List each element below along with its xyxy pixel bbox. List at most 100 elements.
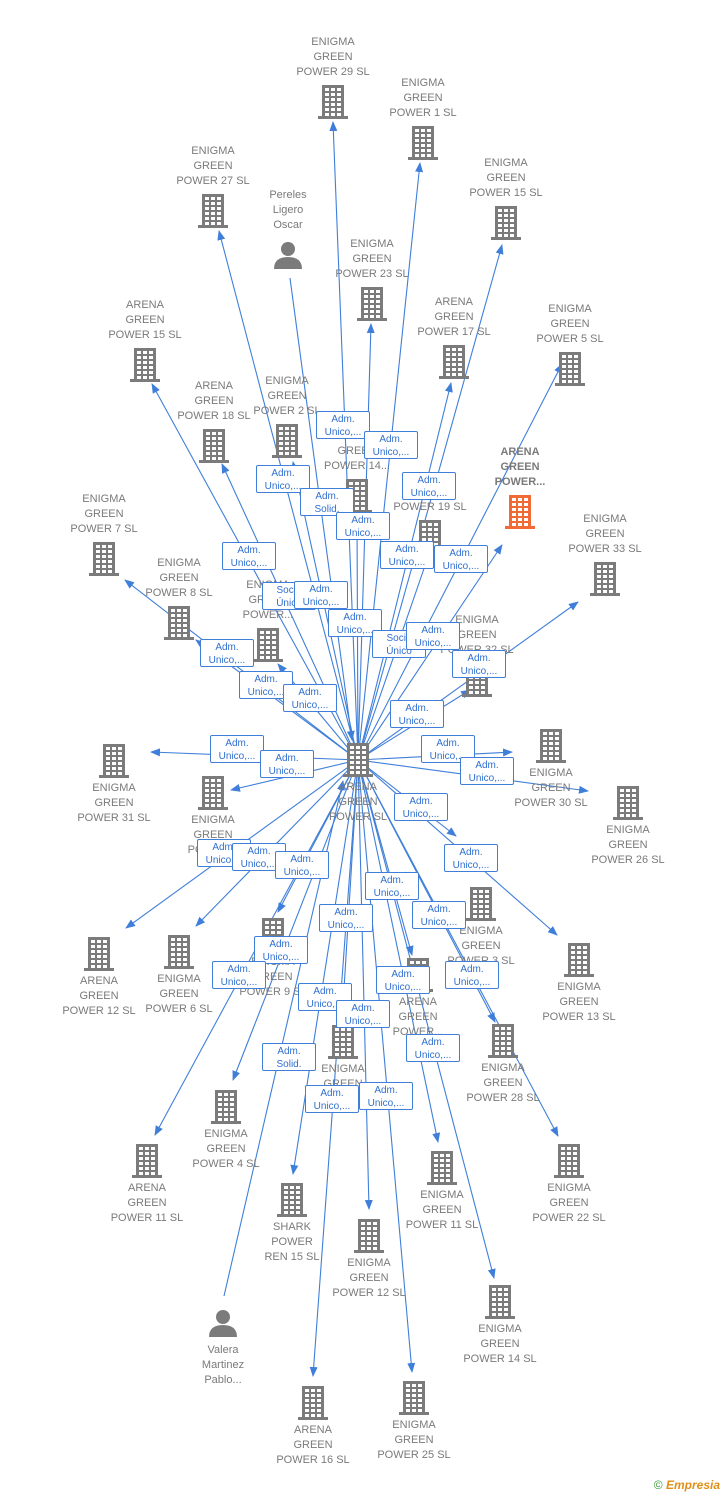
building-icon[interactable] bbox=[485, 1285, 515, 1319]
building-icon[interactable] bbox=[357, 287, 387, 321]
relation-badge[interactable]: Adm.Unico,... bbox=[390, 700, 444, 728]
building-icon[interactable] bbox=[427, 1151, 457, 1185]
building-icon[interactable] bbox=[164, 606, 194, 640]
relation-badge[interactable]: Adm.Unico,... bbox=[406, 622, 460, 650]
building-icon[interactable] bbox=[491, 206, 521, 240]
relation-badge[interactable]: Adm.Unico,... bbox=[260, 750, 314, 778]
relation-badge[interactable]: Adm.Unico,... bbox=[200, 639, 254, 667]
relation-badge[interactable]: Adm.Solid. bbox=[300, 488, 354, 516]
relation-badge[interactable]: Adm.Unico,... bbox=[336, 512, 390, 540]
building-icon[interactable] bbox=[84, 937, 114, 971]
relation-badge[interactable]: Adm.Unico,... bbox=[210, 735, 264, 763]
relation-badge[interactable]: Adm.Unico,... bbox=[316, 411, 370, 439]
building-icon[interactable] bbox=[343, 743, 373, 777]
building-icon[interactable] bbox=[554, 1144, 584, 1178]
building-icon[interactable] bbox=[318, 85, 348, 119]
relation-badge[interactable]: Adm.Unico,... bbox=[359, 1082, 413, 1110]
building-icon[interactable] bbox=[277, 1183, 307, 1217]
person-icon[interactable] bbox=[209, 1310, 237, 1337]
person-icon[interactable] bbox=[274, 242, 302, 269]
relation-badge[interactable]: Adm.Unico,... bbox=[452, 650, 506, 678]
relation-badge[interactable]: Adm.Unico,... bbox=[256, 465, 310, 493]
relation-badge[interactable]: Adm.Unico,... bbox=[365, 872, 419, 900]
relation-badge[interactable]: Adm.Unico,... bbox=[444, 844, 498, 872]
relation-badge[interactable]: Adm.Unico,... bbox=[406, 1034, 460, 1062]
building-icon[interactable] bbox=[211, 1090, 241, 1124]
relation-badge[interactable]: Adm.Unico,... bbox=[294, 581, 348, 609]
relation-badge[interactable]: Adm.Unico,... bbox=[402, 472, 456, 500]
building-icon[interactable] bbox=[298, 1386, 328, 1420]
building-icon[interactable] bbox=[99, 744, 129, 778]
relation-badge[interactable]: Adm.Unico,... bbox=[336, 1000, 390, 1028]
building-icon[interactable] bbox=[130, 348, 160, 382]
building-icon[interactable] bbox=[564, 943, 594, 977]
building-icon[interactable] bbox=[198, 194, 228, 228]
relation-badge[interactable]: Adm.Unico,... bbox=[434, 545, 488, 573]
building-icon[interactable] bbox=[590, 562, 620, 596]
relation-badge[interactable]: Adm.Unico,... bbox=[305, 1085, 359, 1113]
relation-badge[interactable]: Adm.Unico,... bbox=[445, 961, 499, 989]
relation-badge[interactable]: Adm.Unico,... bbox=[254, 936, 308, 964]
relation-badge[interactable]: Adm.Solid. bbox=[262, 1043, 316, 1071]
relation-badge[interactable]: Adm.Unico,... bbox=[319, 904, 373, 932]
relation-badge[interactable]: Adm.Unico,... bbox=[275, 851, 329, 879]
building-icon[interactable] bbox=[399, 1381, 429, 1415]
footer-brand[interactable]: © Empresia bbox=[654, 1478, 720, 1492]
relation-badge[interactable]: Adm.Unico,... bbox=[394, 793, 448, 821]
building-icon[interactable] bbox=[613, 786, 643, 820]
relation-badge[interactable]: Adm.Unico,... bbox=[222, 542, 276, 570]
building-icon[interactable] bbox=[408, 126, 438, 160]
relation-badge[interactable]: Adm.Unico,... bbox=[380, 541, 434, 569]
relation-badge[interactable]: Adm.Unico,... bbox=[412, 901, 466, 929]
building-icon[interactable] bbox=[466, 887, 496, 921]
building-icon[interactable] bbox=[488, 1024, 518, 1058]
building-icon[interactable] bbox=[198, 776, 228, 810]
relation-badge[interactable]: Adm.Unico,... bbox=[283, 684, 337, 712]
building-icon[interactable] bbox=[536, 729, 566, 763]
relation-badge[interactable]: Adm.Unico,... bbox=[212, 961, 266, 989]
relation-badge[interactable]: Adm.Unico,... bbox=[460, 757, 514, 785]
relation-badge[interactable]: Adm.Unico,... bbox=[364, 431, 418, 459]
building-icon[interactable] bbox=[164, 935, 194, 969]
building-icon[interactable] bbox=[328, 1025, 358, 1059]
building-icon[interactable] bbox=[132, 1144, 162, 1178]
relation-badge[interactable]: Adm.Unico,... bbox=[376, 966, 430, 994]
building-icon-highlighted[interactable] bbox=[505, 495, 535, 529]
building-icon[interactable] bbox=[253, 628, 283, 662]
building-icon[interactable] bbox=[439, 345, 469, 379]
building-icon[interactable] bbox=[354, 1219, 384, 1253]
building-icon[interactable] bbox=[199, 429, 229, 463]
